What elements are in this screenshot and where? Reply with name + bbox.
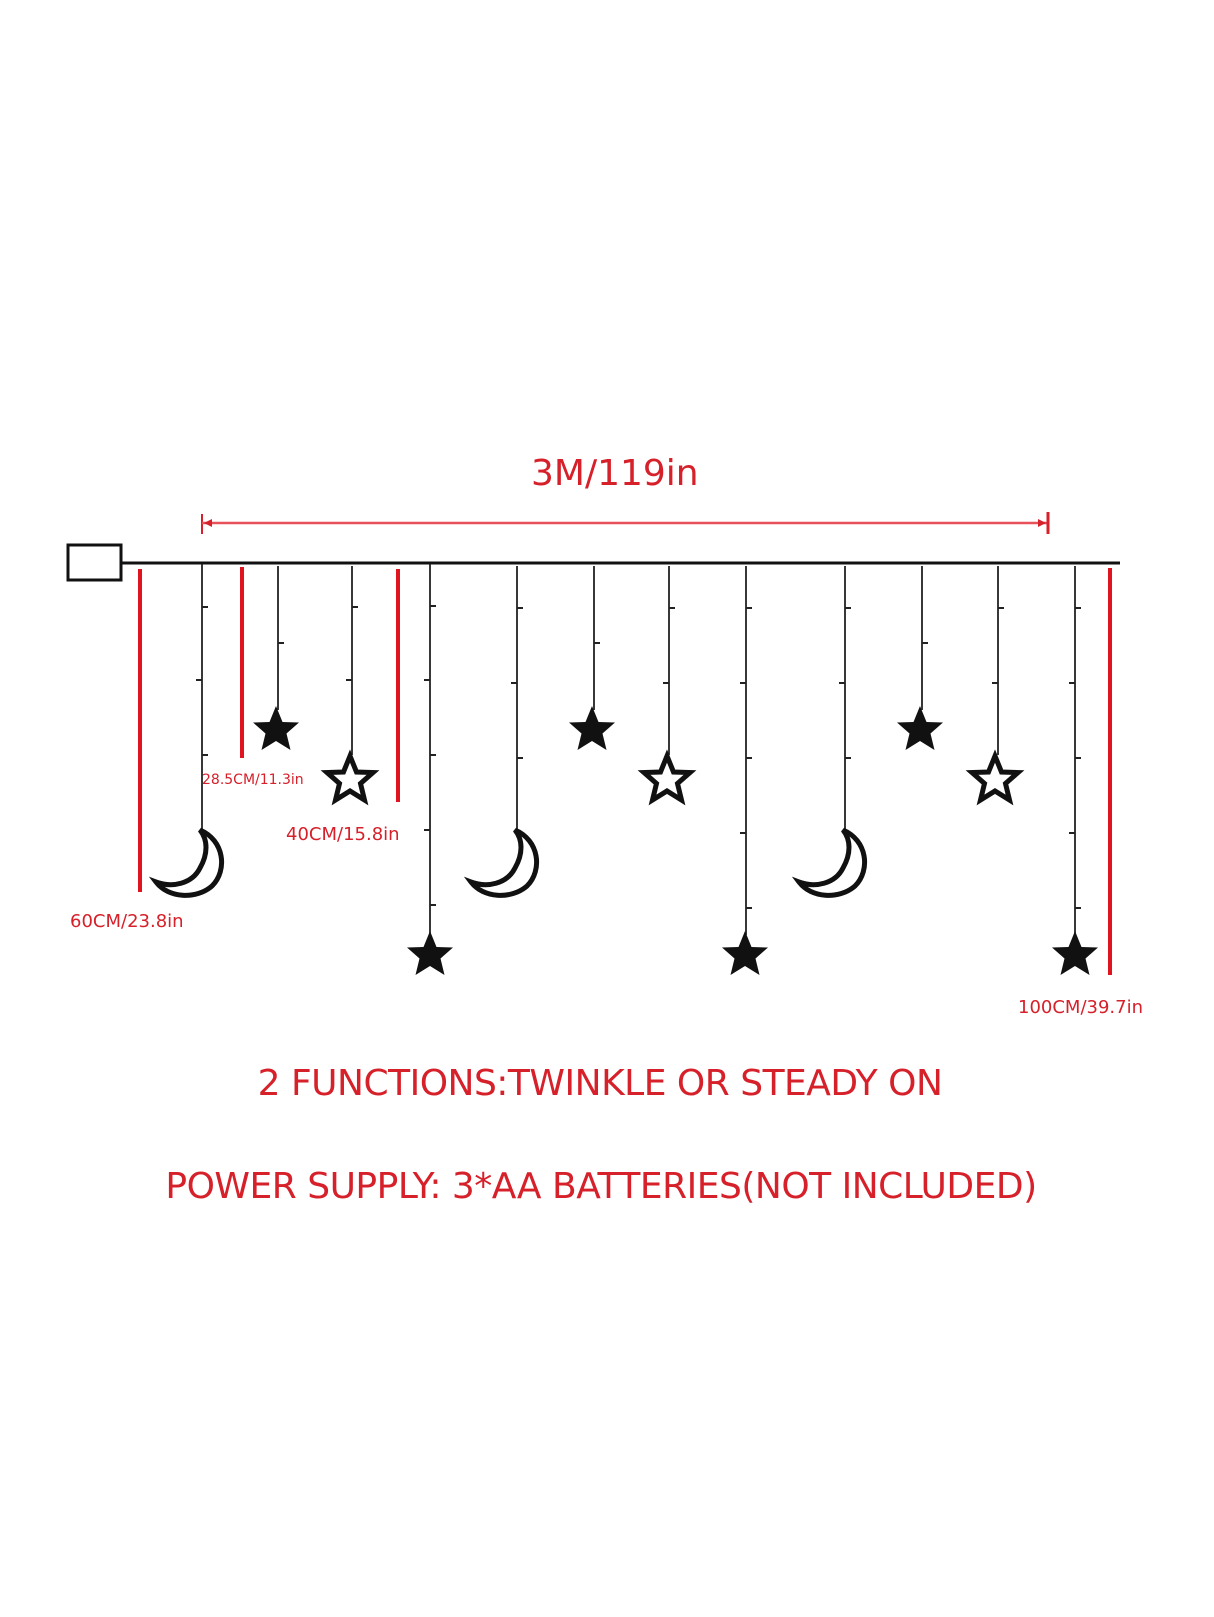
- strand-star-outline: [644, 566, 690, 800]
- strand-star-outline: [972, 566, 1018, 800]
- total-length-label: 3M/119in: [531, 453, 699, 494]
- dimension-label-medium: 40CM/15.8in: [286, 824, 400, 845]
- dimension-label-long: 60CM/23.8in: [70, 911, 184, 932]
- power-supply-text: POWER SUPPLY: 3*AA BATTERIES(NOT INCLUDE…: [165, 1166, 1037, 1207]
- functions-text: 2 FUNCTIONS:TWINKLE OR STEADY ON: [257, 1063, 943, 1104]
- dimension-label-short: 28.5CM/11.3in: [202, 772, 304, 788]
- battery-box: [66, 543, 123, 582]
- strand-star-filled: [253, 566, 299, 750]
- strand-moon: [156, 564, 222, 895]
- strand-star-filled: [897, 566, 943, 750]
- strand-star-filled-long: [722, 566, 768, 975]
- strand-star-filled: [569, 566, 615, 750]
- total-length-arrow: [201, 512, 1050, 534]
- strand-star-filled-long: [407, 564, 453, 975]
- strand-star-outline: [327, 566, 373, 800]
- strand-star-filled-long: [1052, 566, 1098, 975]
- dimension-label-longest: 100CM/39.7in: [1018, 997, 1144, 1018]
- dimension-bars: [138, 567, 1112, 975]
- strand-moon: [471, 566, 537, 895]
- strand-moon: [799, 566, 865, 895]
